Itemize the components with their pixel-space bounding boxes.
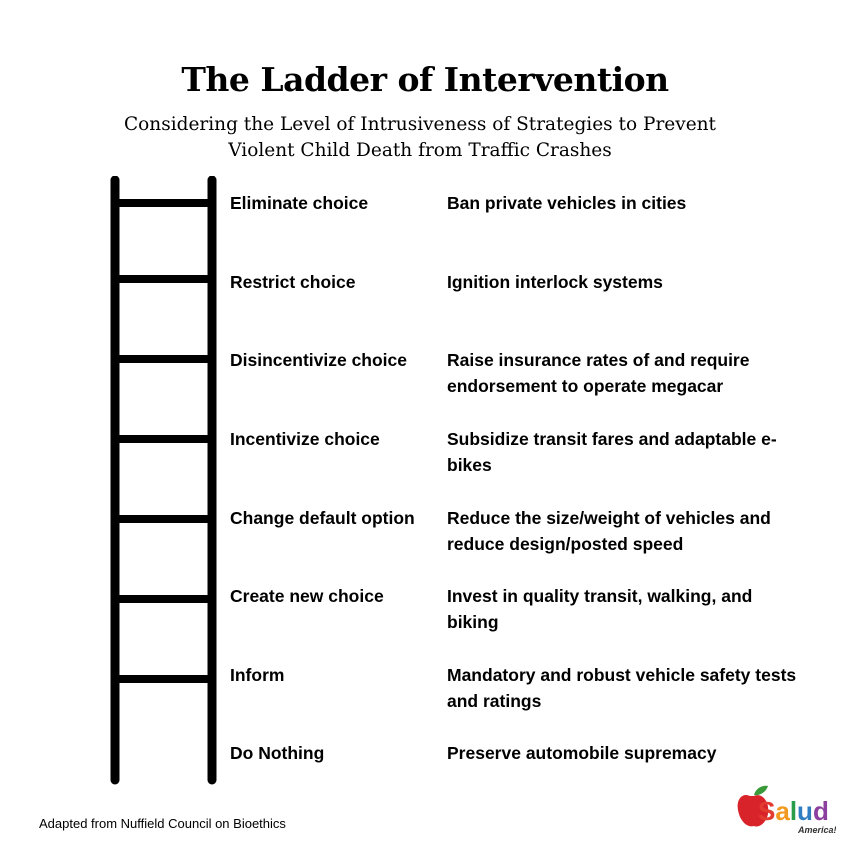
intervention-level: Restrict choice: [230, 272, 356, 292]
source-credit: Adapted from Nuffield Council on Bioethi…: [39, 816, 286, 831]
intervention-level: Disincentivize choice: [230, 350, 408, 370]
intervention-level: Change default option: [230, 508, 415, 528]
rung-do-nothing: Do Nothing Preserve automobile supremacy: [230, 740, 830, 800]
intervention-example: Preserve automobile supremacy: [447, 743, 717, 763]
leaf-icon: [754, 785, 768, 796]
apple-icon: [737, 794, 769, 827]
intervention-example: Ignition interlock systems: [447, 272, 663, 292]
rung-create-new-choice: Create new choice Invest in quality tran…: [230, 583, 830, 643]
rung-inform: Inform Mandatory and robust vehicle safe…: [230, 662, 830, 722]
rung-eliminate-choice: Eliminate choice Ban private vehicles in…: [230, 190, 830, 250]
logo-wordmark: Salud: [758, 796, 829, 826]
rung-change-default-option: Change default option Reduce the size/we…: [230, 505, 830, 565]
intervention-level: Do Nothing: [230, 743, 325, 763]
intervention-example: Ban private vehicles in cities: [447, 193, 687, 213]
intervention-example: Raise insurance rates of and require end…: [447, 350, 750, 396]
intervention-level: Inform: [230, 665, 285, 685]
intervention-level: Create new choice: [230, 586, 384, 606]
page-subtitle: Considering the Level of Intrusiveness o…: [124, 114, 716, 161]
rung-disincentivize-choice: Disincentivize choice Raise insurance ra…: [230, 347, 830, 407]
intervention-level: Eliminate choice: [230, 193, 369, 213]
intervention-example: Invest in quality transit, walking, and …: [447, 586, 753, 632]
ladder-graphic: [110, 176, 217, 785]
rung-incentivize-choice: Incentivize choice Subsidize transit far…: [230, 426, 830, 486]
intervention-example: Reduce the size/weight of vehicles and r…: [447, 508, 771, 554]
page-title: The Ladder of Intervention: [181, 60, 669, 99]
logo-tagline: America!: [797, 825, 836, 835]
intervention-example: Subsidize transit fares and adaptable e-…: [447, 429, 777, 475]
rung-restrict-choice: Restrict choice Ignition interlock syste…: [230, 269, 830, 329]
intervention-level: Incentivize choice: [230, 429, 380, 449]
intervention-example: Mandatory and robust vehicle safety test…: [447, 665, 797, 711]
salud-america-logo: Salud America!: [737, 785, 836, 835]
